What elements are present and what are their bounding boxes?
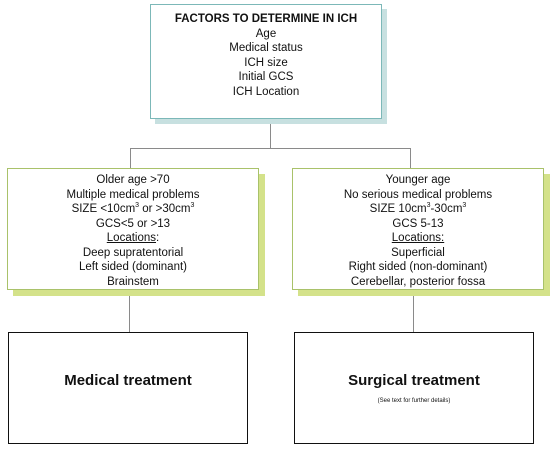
connector-horizontal — [130, 148, 411, 149]
location-item: Left sided (dominant) — [78, 261, 188, 273]
criteria-size: SIZE 10cm3-30cm3 — [293, 202, 543, 217]
size-sup: 3 — [426, 202, 431, 210]
locations-heading-colon: : — [156, 232, 160, 244]
medical-treatment-label: Medical treatment — [64, 372, 192, 389]
surgical-treatment-note: (See text for further details) — [377, 398, 451, 404]
location-item: Brainstem — [107, 275, 159, 288]
criteria-gcs: GCS 5-13 — [392, 217, 444, 230]
size-prefix: SIZE <10cm — [71, 203, 136, 215]
left-criteria-box: Older age >70 Multiple medical problems … — [7, 168, 259, 290]
medical-treatment-box: Medical treatment — [8, 332, 248, 444]
criteria-size: SIZE <10cm3 or >30cm3 — [8, 202, 258, 217]
location-item: Superficial — [391, 246, 445, 259]
size-sup: 3 — [190, 202, 195, 210]
connector-right-drop — [410, 148, 411, 168]
surgical-treatment-label: Surgical treatment — [348, 372, 480, 389]
size-sup: 3 — [135, 202, 140, 210]
size-prefix: SIZE 10cm — [369, 203, 427, 215]
factor-item: Medical status — [229, 42, 303, 54]
surgical-treatment-box: Surgical treatment (See text for further… — [294, 332, 534, 444]
factor-item: Age — [255, 27, 277, 40]
criteria-age: Younger age — [385, 174, 451, 186]
size-mid: -30cm — [430, 203, 463, 215]
criteria-medical: No serious medical problems — [343, 188, 493, 201]
factors-title: FACTORS TO DETERMINE IN ICH — [174, 13, 358, 25]
location-item: Right sided (non-dominant) — [348, 261, 488, 273]
criteria-age: Older age >70 — [96, 174, 170, 186]
size-mid: or >30cm — [139, 203, 191, 215]
criteria-gcs: GCS<5 or >13 — [95, 217, 171, 230]
size-sup: 3 — [462, 202, 467, 210]
factor-item: ICH Location — [232, 85, 300, 98]
right-criteria-box: Younger age No serious medical problems … — [292, 168, 544, 290]
locations-heading-text: Locations — [106, 232, 157, 244]
location-item: Cerebellar, posterior fossa — [350, 275, 486, 288]
factor-item: Initial GCS — [238, 71, 294, 83]
locations-heading: Locations: — [391, 232, 445, 244]
connector-top-stem — [270, 124, 271, 148]
locations-heading: Locations: — [8, 231, 258, 246]
connector-left-drop — [130, 148, 131, 168]
factor-item: ICH size — [244, 56, 288, 69]
factors-box: FACTORS TO DETERMINE IN ICH Age Medical … — [150, 4, 382, 119]
criteria-medical: Multiple medical problems — [66, 188, 200, 201]
location-item: Deep supratentorial — [82, 246, 184, 259]
connector-right-bottom — [413, 296, 414, 332]
connector-left-bottom — [129, 296, 130, 332]
